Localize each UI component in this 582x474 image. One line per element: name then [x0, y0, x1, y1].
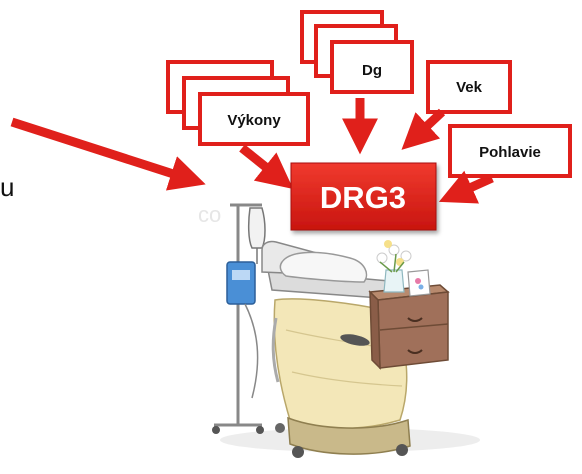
drg3-box — [290, 162, 437, 231]
arrow-from-vykony — [239, 144, 294, 189]
vek-label: Vek — [456, 79, 483, 96]
arrow-from-left — [10, 117, 206, 191]
pohlavie-box: Pohlavie — [448, 124, 572, 178]
iv-pump — [226, 261, 256, 305]
dg-box-stack: Dg — [300, 10, 414, 94]
nightstand — [368, 284, 450, 370]
hospital-bed-illustration: co — [198, 202, 480, 458]
vykony-label: Výkony — [227, 112, 281, 129]
remote-control — [340, 334, 370, 346]
picture-frame — [407, 269, 431, 297]
flower-vase — [376, 240, 412, 293]
drg3-label: DRG3 — [320, 180, 406, 215]
arrows — [10, 98, 494, 204]
arrow-from-pohlavie — [438, 170, 494, 204]
edge-text: u — [0, 172, 14, 202]
iv-stand — [212, 203, 266, 434]
watermark-text: co — [198, 202, 221, 227]
dg-label: Dg — [362, 62, 382, 79]
arrow-from-vek — [401, 108, 446, 150]
vek-box: Vek — [426, 60, 512, 114]
pohlavie-label: Pohlavie — [479, 144, 541, 161]
vykony-box-stack: Výkony — [166, 60, 310, 146]
